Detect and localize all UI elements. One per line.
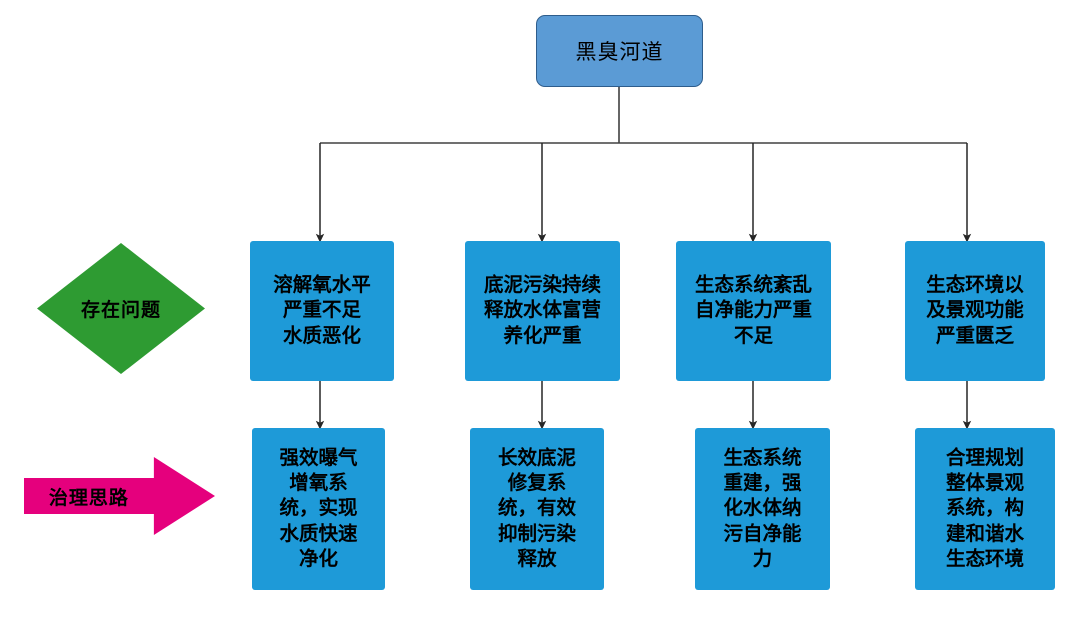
problem-node-1[interactable]: 溶解氧水平 严重不足 水质恶化 <box>250 241 394 381</box>
problem-node-1-label: 溶解氧水平 严重不足 水质恶化 <box>273 273 371 347</box>
solution-node-4[interactable]: 合理规划 整体景观 系统，构 建和谐水 生态环境 <box>915 428 1055 590</box>
solution-node-4-label: 合理规划 整体景观 系统，构 建和谐水 生态环境 <box>945 446 1024 571</box>
legend-solution-label: 治理思路 <box>48 487 129 509</box>
problem-node-3-label: 生态系统紊乱 自净能力严重 不足 <box>694 273 812 347</box>
solution-node-3-label: 生态系统 重建，强 化水体纳 污自净能 力 <box>723 446 802 571</box>
problem-node-3[interactable]: 生态系统紊乱 自净能力严重 不足 <box>676 241 831 381</box>
root-node-label: 黑臭河道 <box>575 41 664 64</box>
solution-node-2[interactable]: 长效底泥 修复系 统，有效 抑制污染 释放 <box>470 428 604 590</box>
solution-node-2-label: 长效底泥 修复系 统，有效 抑制污染 释放 <box>497 446 576 571</box>
legend-solution-arrow[interactable]: 治理思路 <box>24 457 215 535</box>
root-node-black-odorous-river[interactable]: 黑臭河道 <box>536 15 703 87</box>
problem-node-4[interactable]: 生态环境以 及景观功能 严重匮乏 <box>905 241 1045 381</box>
solution-node-1[interactable]: 强效曝气 增氧系 统，实现 水质快速 净化 <box>252 428 385 590</box>
problem-node-4-label: 生态环境以 及景观功能 严重匮乏 <box>926 273 1024 347</box>
solution-node-1-label: 强效曝气 增氧系 统，实现 水质快速 净化 <box>279 446 358 571</box>
legend-problem-label: 存在问题 <box>80 300 161 321</box>
solution-node-3[interactable]: 生态系统 重建，强 化水体纳 污自净能 力 <box>695 428 830 590</box>
problem-node-2-label: 底泥污染持续 释放水体富营 养化严重 <box>483 273 601 347</box>
problem-node-2[interactable]: 底泥污染持续 释放水体富营 养化严重 <box>465 241 620 381</box>
legend-problem-diamond[interactable]: 存在问题 <box>37 243 205 374</box>
